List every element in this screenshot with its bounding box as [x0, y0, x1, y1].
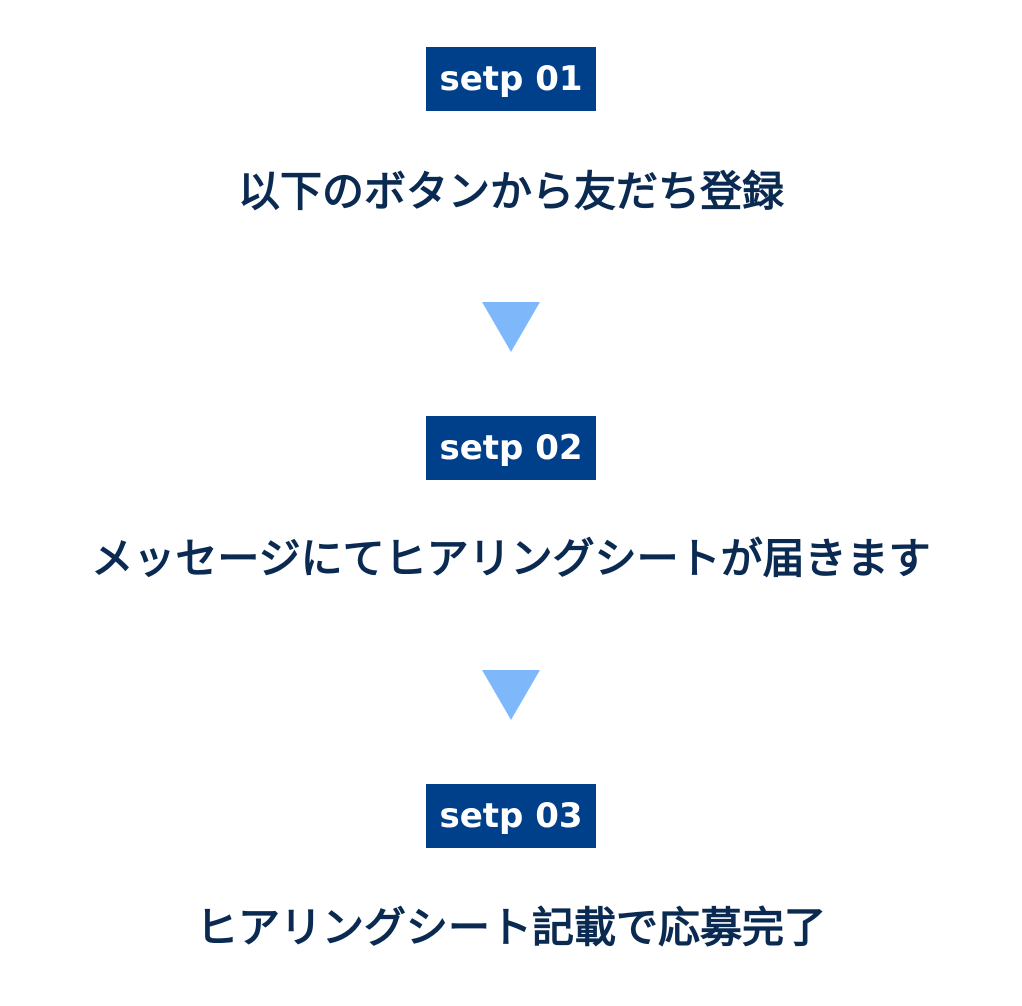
- step-2-text: メッセージにてヒアリングシートが届きます: [91, 534, 931, 583]
- step-1-badge: setp 01: [426, 47, 596, 111]
- down-triangle-icon: [482, 302, 540, 352]
- down-triangle-icon: [482, 670, 540, 720]
- step-1-text: 以下のボタンから友だち登録: [237, 167, 784, 216]
- step-3-text: ヒアリングシート記載で応募完了: [195, 903, 826, 952]
- step-2-badge: setp 02: [426, 416, 596, 480]
- step-3-badge: setp 03: [426, 784, 596, 848]
